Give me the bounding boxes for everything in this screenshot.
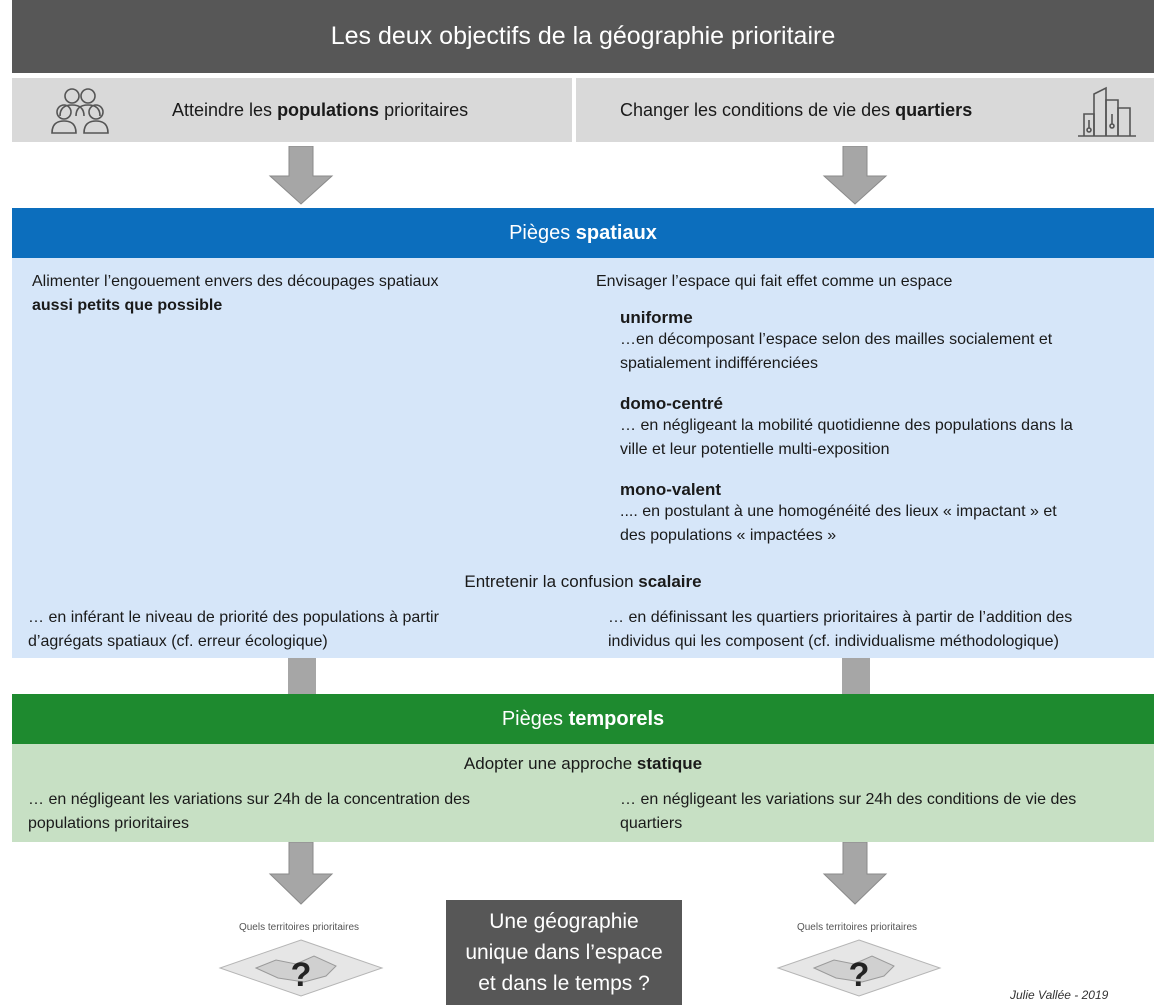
question-line: unique dans l’espace (465, 941, 663, 964)
scalar-right-line: individus qui les composent (cf. individ… (608, 633, 1059, 650)
goal-divider (572, 78, 576, 142)
question-box: Une géographie unique dans l’espace et d… (446, 900, 682, 1005)
spatial-item-line: ville et leur potentielle multi-expositi… (620, 441, 890, 458)
spatial-traps-header: Pièges spatiaux (12, 208, 1154, 258)
spatial-left-bold: aussi petits que possible (32, 297, 223, 314)
question-map-icon: ? (776, 939, 942, 997)
spatial-item-title: uniforme (620, 308, 693, 327)
scalar-right-line: … en définissant les quartiers prioritai… (608, 609, 1073, 626)
spatial-item-line: …en décomposant l’espace selon des maill… (620, 331, 1053, 348)
goal-left-prefix: Atteindre les (172, 100, 278, 120)
spatial-left-block: Alimenter l’engouement envers des découp… (32, 270, 572, 318)
goal-right-bold: quartiers (895, 100, 973, 120)
static-prefix: Adopter une approche (463, 754, 637, 773)
spatial-item-line: … en négligeant la mobilité quotidienne … (620, 417, 1073, 434)
goal-left-bold: populations (277, 100, 380, 120)
arrow-down-icon (268, 146, 334, 205)
temporal-header-prefix: Pièges (501, 707, 569, 730)
goal-populations: Atteindre les populations prioritaires (12, 78, 572, 142)
title-text: Les deux objectifs de la géographie prio… (330, 22, 836, 50)
svg-text:?: ? (291, 956, 312, 994)
scalar-left-line: … en inférant le niveau de priorité des … (28, 609, 439, 626)
scalar-prefix: Entretenir la confusion (464, 572, 639, 591)
static-approach-line: Adopter une approche statique (12, 754, 1154, 774)
spatial-item-line: spatialement indifférenciées (620, 355, 819, 372)
diagram-title: Les deux objectifs de la géographie prio… (12, 0, 1154, 73)
scalar-left-line: d’agrégats spatiaux (cf. erreur écologiq… (28, 633, 328, 650)
spatial-item-line: .... en postulant à une homogénéité des … (620, 503, 1057, 520)
scalar-confusion-line: Entretenir la confusion scalaire (12, 572, 1154, 592)
temporal-right-block: … en négligeant les variations sur 24h d… (620, 788, 1154, 836)
static-bold: statique (636, 754, 703, 773)
arrow-down-icon (268, 842, 334, 905)
temporal-left-line: populations prioritaires (28, 815, 189, 832)
city-buildings-icon (1076, 84, 1138, 143)
temporal-right-line: quartiers (620, 815, 683, 832)
spatial-item-title: mono-valent (620, 480, 722, 499)
goal-populations-text: Atteindre les populations prioritaires (172, 100, 468, 121)
goal-quartiers: Changer les conditions de vie des quarti… (576, 78, 1154, 142)
scalar-right-block: … en définissant les quartiers prioritai… (608, 606, 1154, 654)
spatial-item: domo-centré … en négligeant la mobilité … (620, 394, 1154, 462)
spatial-left-text: Alimenter l’engouement envers des découp… (32, 273, 439, 290)
spatial-right-intro: Envisager l’espace qui fait effet comme … (596, 273, 953, 290)
question-line: Une géographie (489, 910, 639, 933)
spatial-item: mono-valent .... en postulant à une homo… (620, 480, 1154, 548)
scalar-bold: scalaire (638, 572, 702, 591)
question-map-icon: ? (218, 939, 384, 997)
scalar-left-block: … en inférant le niveau de priorité des … (28, 606, 588, 654)
temporal-right-line: … en négligeant les variations sur 24h d… (620, 791, 1077, 808)
spatial-item-title: domo-centré (620, 394, 723, 413)
map-caption: Quels territoires prioritaires (238, 922, 360, 933)
spatial-item-line: des populations « impactées » (620, 527, 837, 544)
temporal-traps-header: Pièges temporels (12, 694, 1154, 744)
temporal-left-line: … en négligeant les variations sur 24h d… (28, 791, 471, 808)
arrow-down-icon (822, 146, 888, 205)
spatial-item: uniforme …en décomposant l’espace selon … (620, 308, 1154, 376)
spatial-traps-panel: Alimenter l’engouement envers des découp… (12, 258, 1154, 658)
spatial-header-prefix: Pièges (509, 221, 576, 244)
temporal-traps-panel: Adopter une approche statique … en négli… (12, 744, 1154, 842)
map-caption: Quels territoires prioritaires (796, 922, 918, 933)
goal-left-suffix: prioritaires (379, 100, 469, 120)
connector-bar (288, 658, 316, 694)
arrow-down-icon (822, 842, 888, 905)
svg-text:?: ? (849, 956, 870, 994)
connector-bar (842, 658, 870, 694)
temporal-left-block: … en négligeant les variations sur 24h d… (28, 788, 608, 836)
question-line: et dans le temps ? (478, 972, 650, 995)
spatial-header-bold: spatiaux (575, 221, 657, 244)
people-group-icon (48, 86, 112, 141)
temporal-header-bold: temporels (568, 707, 665, 730)
goal-quartiers-text: Changer les conditions de vie des quarti… (620, 100, 972, 121)
author-credit: Julie Vallée - 2019 (1010, 988, 1109, 1002)
goal-right-prefix: Changer les conditions de vie des (620, 100, 896, 120)
